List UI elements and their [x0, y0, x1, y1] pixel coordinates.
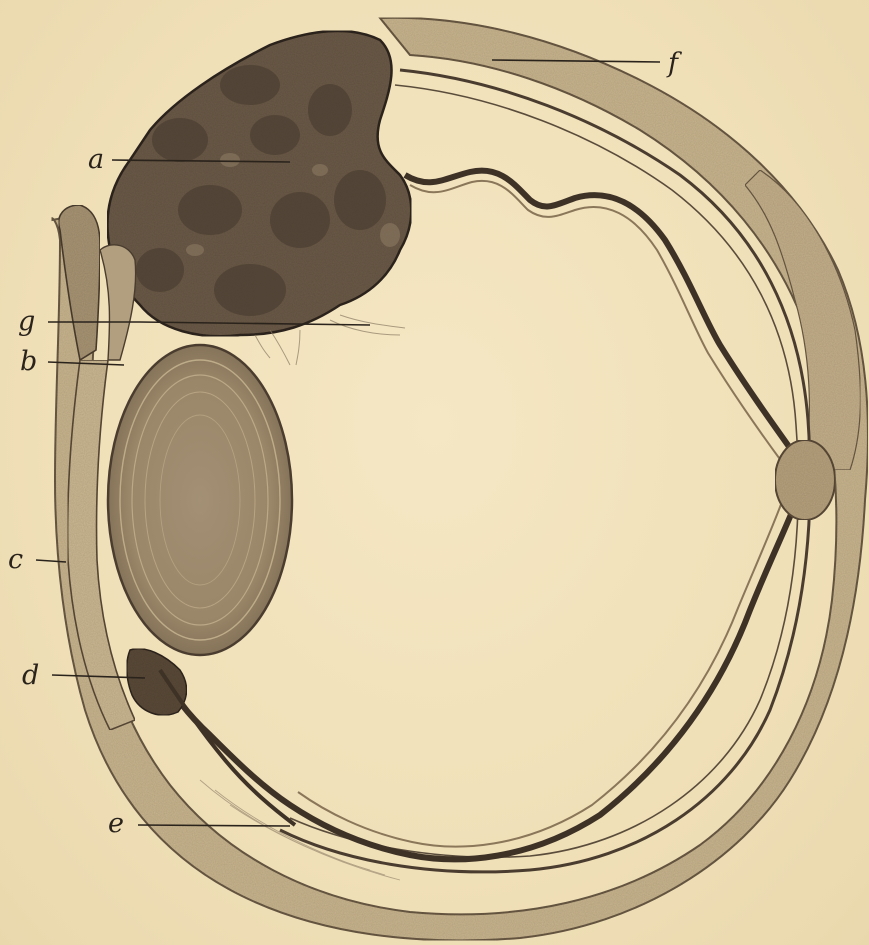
label-d: d [22, 660, 39, 691]
optic-disc [775, 440, 835, 520]
lens [108, 345, 292, 655]
label-g: g [18, 306, 35, 337]
iris [100, 245, 136, 360]
label-f: f [666, 48, 682, 79]
label-e: e [108, 808, 124, 839]
label-c: c [8, 544, 23, 575]
pigment-lump [127, 649, 187, 715]
label-a: a [88, 144, 104, 175]
label-b: b [20, 346, 37, 377]
leader-e [138, 825, 290, 826]
